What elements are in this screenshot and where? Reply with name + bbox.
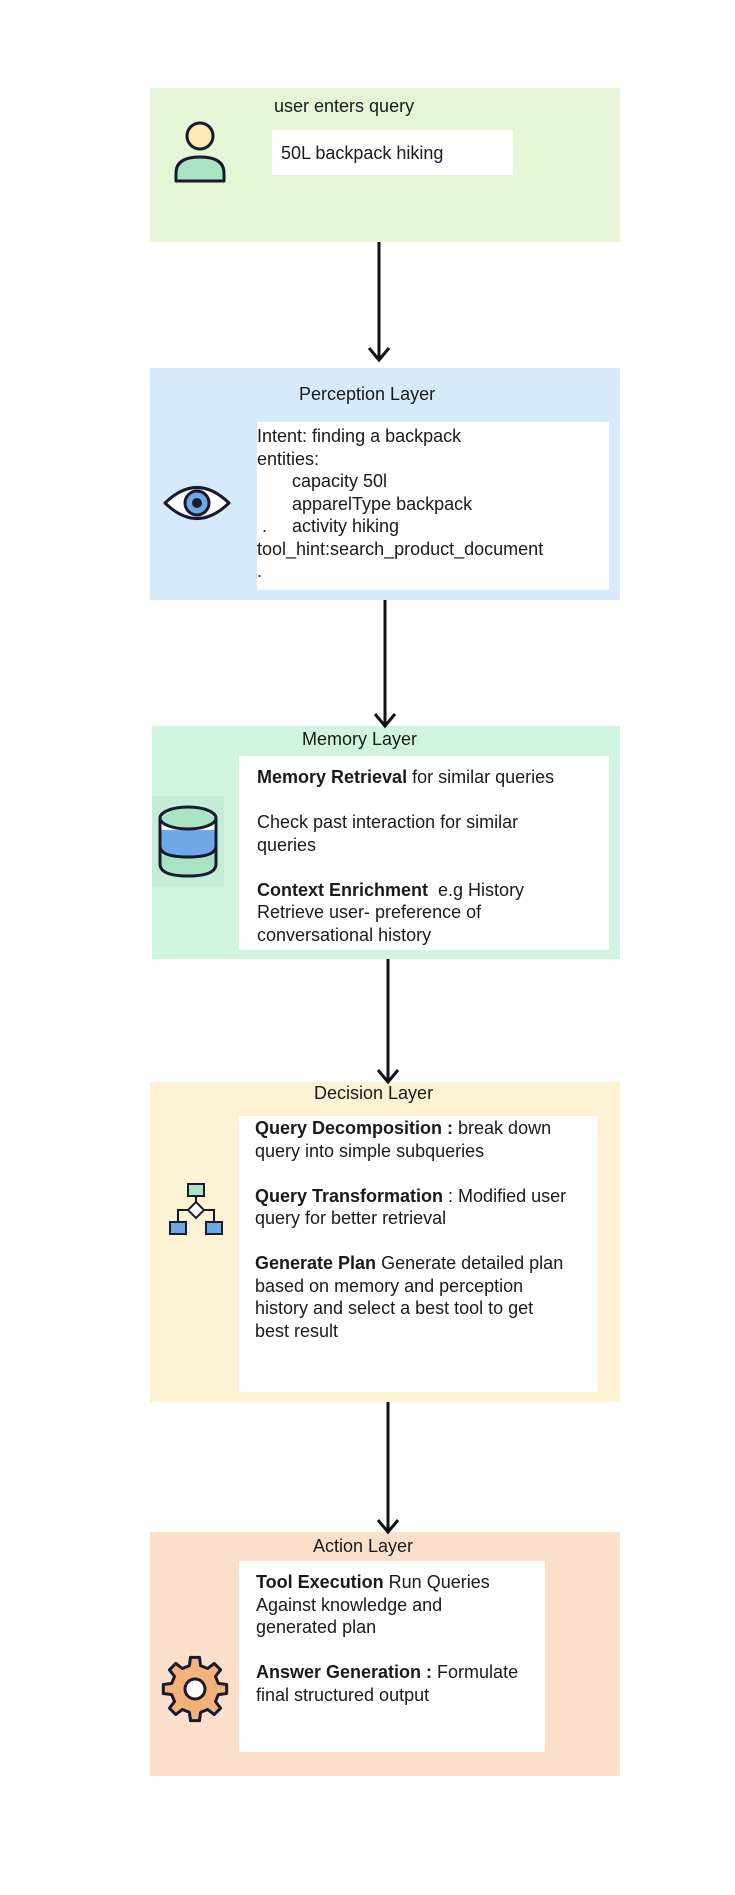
- memory-retrieval-line: Memory Retrieval for similar queries: [257, 767, 555, 787]
- gear-icon: [161, 1655, 229, 1723]
- decision-card: Query Decomposition : break down query i…: [239, 1116, 597, 1392]
- perception-line: .: [257, 561, 263, 581]
- query-value: 50L backpack hiking: [281, 143, 444, 163]
- perception-panel-title: Perception Layer: [299, 384, 436, 404]
- arrow-memory-to-decision: [376, 959, 400, 1085]
- flowchart-icon: [169, 1183, 223, 1235]
- perception-line: Intent: finding a backpack: [257, 426, 462, 446]
- arrow-perception-to-memory: [373, 600, 397, 729]
- perception-line: apparelType backpack: [257, 493, 473, 514]
- memory-check-line: queries: [257, 834, 317, 855]
- answer-generation-line: final structured output: [256, 1684, 430, 1705]
- memory-check-line: Check past interaction for similar: [257, 812, 519, 832]
- perception-card: Intent: finding a backpack entities: cap…: [257, 422, 609, 590]
- generate-plan-line: best result: [255, 1320, 339, 1341]
- decision-panel: Decision Layer Query Decomposition : bre…: [150, 1082, 620, 1402]
- query-decomposition-line: query into simple subqueries: [255, 1140, 485, 1161]
- user-icon: [174, 121, 226, 183]
- query-input[interactable]: 50L backpack hiking: [272, 130, 513, 175]
- perception-line: . activity hiking: [257, 516, 400, 536]
- perception-panel: Perception Layer Intent: finding a backp…: [150, 368, 620, 600]
- memory-panel: Memory Layer Memory Retrieval for simila…: [152, 726, 620, 959]
- query-transformation-line: query for better retrieval: [255, 1208, 447, 1228]
- memory-card: Memory Retrieval for similar queries Che…: [239, 756, 609, 950]
- decision-panel-title: Decision Layer: [314, 1083, 434, 1103]
- action-card: Tool Execution Run Queries Against knowl…: [239, 1561, 545, 1752]
- generate-plan-line: based on memory and perception: [255, 1275, 524, 1296]
- tool-execution-line: generated plan: [256, 1617, 377, 1637]
- query-transformation-line: Query Transformation : Modified user: [255, 1185, 567, 1206]
- context-enrichment-line: Context Enrichment e.g History: [257, 879, 525, 900]
- generate-plan-line: history and select a best tool to get: [255, 1298, 534, 1318]
- answer-generation-line: Answer Generation : Formulate: [256, 1662, 519, 1682]
- context-enrichment-line: conversational history: [257, 924, 432, 945]
- tool-execution-line: Against knowledge and: [256, 1594, 443, 1615]
- arrow-query-to-perception: [367, 242, 391, 363]
- query-decomposition-line: Query Decomposition : break down: [255, 1118, 552, 1138]
- query-panel: user enters query 50L backpack hiking: [150, 88, 620, 242]
- perception-line: tool_hint:search_product_document: [257, 538, 544, 559]
- action-panel-title: Action Layer: [313, 1536, 414, 1556]
- memory-panel-title: Memory Layer: [302, 729, 418, 749]
- generate-plan-line: Generate Plan Generate detailed plan: [255, 1253, 564, 1273]
- arrow-decision-to-action: [376, 1402, 400, 1535]
- database-icon: [152, 796, 224, 886]
- query-panel-title: user enters query: [274, 96, 415, 116]
- tool-execution-line: Tool Execution Run Queries: [256, 1572, 490, 1592]
- eye-icon: [163, 486, 231, 520]
- perception-line: entities:: [257, 448, 320, 469]
- context-enrichment-line: Retrieve user- preference of: [257, 902, 482, 922]
- action-panel: Action Layer Tool Execution Run Queries …: [150, 1532, 620, 1776]
- perception-line: capacity 50l: [257, 471, 388, 491]
